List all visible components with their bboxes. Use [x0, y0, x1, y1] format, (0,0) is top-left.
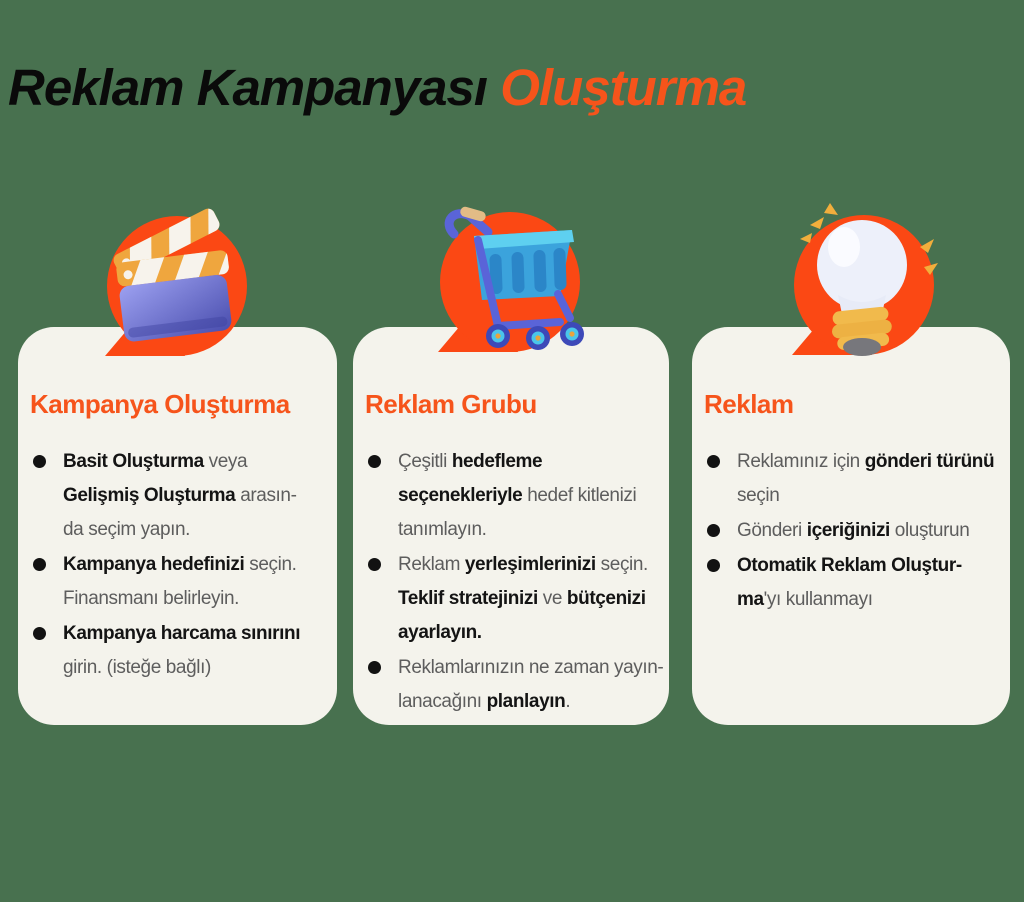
bullet-text: Gönderi içeriğinizi oluşturun: [737, 520, 970, 541]
card-reklam-grubu: Reklam Grubu Çeşitli hedefleme seçenekle…: [353, 327, 669, 725]
card-reklam: Reklam Reklamınız için gönderi türünü se…: [692, 327, 1010, 725]
list-item: Reklamlarınızın ne zaman yayın- lanacağı…: [365, 651, 664, 719]
list-item: Kampanya harcama sınırını girin. (isteğe…: [30, 617, 331, 685]
clapperboard-icon: [85, 196, 260, 366]
list-item: Otomatik Reklam Oluştur- ma'yı kullanmay…: [704, 549, 1004, 617]
bullet-list: Basit Oluşturma veya Gelişmiş Oluşturma …: [30, 445, 331, 685]
list-item: Çeşitli hedefleme seçenekleriyle hedef k…: [365, 445, 663, 547]
list-item: Reklam yerleşimlerinizi seçin. Teklif st…: [365, 548, 663, 650]
bullet-dot-icon: [368, 455, 381, 468]
bullet-dot-icon: [368, 661, 381, 674]
bullet-text: Basit Oluşturma veya Gelişmiş Oluşturma …: [63, 451, 297, 540]
lightbulb-icon: [772, 195, 947, 365]
bullet-dot-icon: [368, 558, 381, 571]
bullet-text: Kampanya hedefinizi seçin. Finansmanı be…: [63, 554, 297, 609]
bullet-text: Reklamlarınızın ne zaman yayın- lanacağı…: [398, 657, 664, 712]
bullet-dot-icon: [707, 455, 720, 468]
bullet-dot-icon: [33, 455, 46, 468]
bullet-text: Çeşitli hedefleme seçenekleriyle hedef k…: [398, 451, 637, 540]
bullet-dot-icon: [707, 524, 720, 537]
bullet-dot-icon: [33, 627, 46, 640]
list-item: Kampanya hedefinizi seçin. Finansmanı be…: [30, 548, 331, 616]
list-item: Reklamınız için gönderi türünü seçin: [704, 445, 1004, 513]
title-part-orange: Oluşturma: [500, 59, 747, 116]
bullet-text: Reklam yerleşimlerinizi seçin. Teklif st…: [398, 554, 648, 643]
bullet-text: Reklamınız için gönderi türünü seçin: [737, 451, 995, 506]
shopping-cart-icon: [418, 192, 593, 362]
card-heading: Kampanya Oluşturma: [30, 389, 290, 419]
list-item: Basit Oluşturma veya Gelişmiş Oluşturma …: [30, 445, 331, 547]
bullet-text: Otomatik Reklam Oluştur- ma'yı kullanmay…: [737, 555, 962, 610]
title-part-dark: Reklam Kampanyası: [8, 59, 501, 116]
bullet-dot-icon: [33, 558, 46, 571]
list-item: Gönderi içeriğinizi oluşturun: [704, 514, 1004, 548]
bullet-list: Çeşitli hedefleme seçenekleriyle hedef k…: [365, 445, 664, 719]
card-heading: Reklam Grubu: [365, 389, 537, 419]
card-heading: Reklam: [704, 389, 794, 419]
page-title: Reklam Kampanyası Oluşturma: [8, 59, 747, 116]
bullet-dot-icon: [707, 559, 720, 572]
card-kampanya-olusturma: Kampanya Oluşturma Basit Oluşturma veya …: [18, 327, 337, 725]
bullet-text: Kampanya harcama sınırını girin. (isteğe…: [63, 623, 301, 678]
